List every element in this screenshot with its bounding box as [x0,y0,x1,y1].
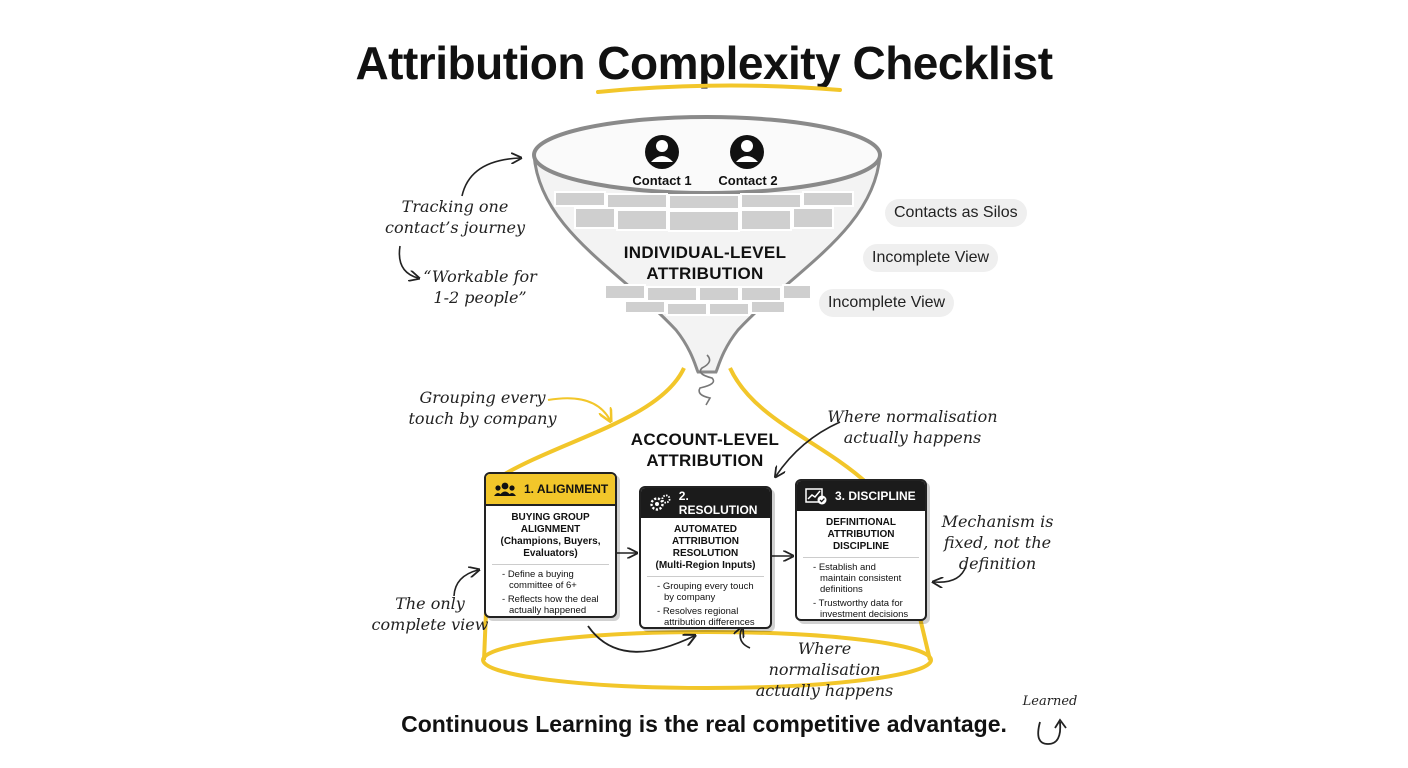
learned-loop-icon [1037,718,1067,745]
annotation-mechanism-line1: Mechanism is [941,512,1054,531]
arrow-complete-view [453,570,478,597]
contact-1-avatar-icon [645,135,679,169]
annotation-normalisation-top-line2: actually happens [843,428,982,447]
annotation-complete-line2: complete view [371,615,489,634]
arrow-normalisation-top [776,421,841,476]
funnel-spiral [698,354,715,406]
people-group-icon [494,482,516,496]
bottom-funnel-left [496,367,686,480]
card-alignment: 1. ALIGNMENT BUYING GROUP ALIGNMENT (Cha… [484,472,617,618]
annotation-complete-view: The only complete view [370,593,490,635]
card-alignment-subtitle-line: BUYING GROUP [511,512,590,523]
annotation-grouping: Grouping every touch by company [400,387,565,429]
annotation-learned: Learned [1022,694,1078,709]
chart-check-icon [805,488,827,505]
pill-contacts-as-silos: Contacts as Silos [885,199,1027,227]
annotation-grouping-line1: Grouping every [419,388,546,407]
bottom-funnel-right-lower [918,617,932,661]
annotation-mechanism-line2: fixed, not the [943,533,1052,552]
account-level-heading: ACCOUNT-LEVEL ATTRIBUTION [600,429,810,471]
annotation-mechanism: Mechanism is fixed, not the definition [935,511,1060,574]
card-alignment-bullet: Reflects how the deal actually happened [502,594,601,616]
card-resolution: 2. RESOLUTION AUTOMATED ATTRIBUTION RESO… [639,486,772,629]
annotation-workable: “Workable for 1-2 people” [410,266,550,308]
arrow-workable [398,245,418,278]
card-discipline-title: 3. DISCIPLINE [835,489,916,503]
card-alignment-subtitle-line: Evaluators) [523,548,578,559]
pill-incomplete-view-2: Incomplete View [819,289,955,317]
title-underline [596,83,842,94]
annotation-normalisation-bottom: Where normalisation actually happens [742,638,907,701]
card-alignment-subtitle: BUYING GROUP ALIGNMENT (Champions, Buyer… [486,506,615,564]
contact-2-avatar-icon [730,135,764,169]
card-discipline-subtitle-line: DISCIPLINE [832,541,890,552]
card-discipline: 3. DISCIPLINE DEFINITIONAL ATTRIBUTION D… [795,479,927,621]
card-alignment-header: 1. ALIGNMENT [486,474,615,506]
arrow-grouping [547,397,610,420]
funnel-bricks [554,191,854,316]
bottom-funnel-right [728,367,870,486]
footer-tagline: Continuous Learning is the real competit… [401,711,1007,737]
card-alignment-title: 1. ALIGNMENT [524,482,609,496]
card-resolution-bullet: Resolves regional attribution difference… [657,606,756,627]
annotation-workable-line1: “Workable for [423,267,537,286]
annotation-tracking: Tracking one contact’s journey [375,196,535,238]
arrow-tracking [461,158,520,197]
bottom-funnel-left-lower [482,611,488,661]
contact-1-label: Contact 1 [632,173,692,188]
contact-2-label: Contact 2 [718,173,778,188]
card-resolution-subtitle: AUTOMATED ATTRIBUTION RESOLUTION (Multi-… [641,518,770,576]
top-funnel-rim [532,115,882,195]
individual-level-line1: INDIVIDUAL-LEVEL [623,243,787,262]
annotation-normalisation-bottom-line1: Where normalisation [768,639,881,679]
account-level-line1: ACCOUNT-LEVEL [630,430,780,449]
annotation-normalisation-top-line1: Where normalisation [827,407,998,426]
annotation-tracking-line1: Tracking one [401,197,509,216]
card-discipline-subtitle-line: DEFINITIONAL [826,517,896,528]
gears-icon [650,494,671,511]
annotation-mechanism-line3: definition [958,554,1037,573]
card-discipline-subtitle-line: ATTRIBUTION [827,529,895,540]
individual-level-line2: ATTRIBUTION [646,264,764,283]
annotation-grouping-line2: touch by company [408,409,557,428]
card-discipline-bullet: Establish and maintain consistent defini… [813,562,911,595]
arrow-normalisation-bottom [740,628,751,649]
bottom-funnel-base [481,630,933,690]
page-title: Attribution Complexity Checklist [355,37,1053,89]
annotation-tracking-line2: contact’s journey [385,218,525,237]
card-alignment-bullet: Define a buying committee of 6+ [502,569,601,591]
card-alignment-subtitle-line: ALIGNMENT [520,524,581,535]
card-resolution-subtitle-line: RESOLUTION [672,548,739,559]
card-discipline-subtitle: DEFINITIONAL ATTRIBUTION DISCIPLINE [797,511,925,557]
card-discipline-bullet: Trustworthy data for investment decision… [813,598,911,619]
card-discipline-header: 3. DISCIPLINE [797,481,925,511]
card-resolution-subtitle-line: (Multi-Region Inputs) [655,560,756,571]
annotation-complete-line1: The only [395,594,465,613]
card-resolution-subtitle-line: ATTRIBUTION [671,536,740,547]
card-discipline-bullets: Establish and maintain consistent defini… [803,557,919,619]
card-resolution-header: 2. RESOLUTION [641,488,770,518]
card-alignment-subtitle-line: (Champions, Buyers, [500,536,601,547]
card-resolution-subtitle-line: AUTOMATED [674,524,737,535]
annotation-normalisation-top: Where normalisation actually happens [825,406,1000,448]
arrow-curve-bottom [587,625,694,653]
annotation-workable-line2: 1-2 people” [433,288,527,307]
pill-incomplete-view-1: Incomplete View [863,244,999,272]
card-alignment-bullets: Define a buying committee of 6+ Reflects… [492,564,609,616]
annotation-normalisation-bottom-line2: actually happens [755,681,894,700]
arrow-mechanism [934,565,967,582]
account-level-line2: ATTRIBUTION [646,451,764,470]
card-resolution-bullets: Grouping every touch by company Resolves… [647,576,764,627]
card-resolution-bullet: Grouping every touch by company [657,581,756,603]
card-resolution-title: 2. RESOLUTION [678,489,758,517]
individual-level-heading: INDIVIDUAL-LEVEL ATTRIBUTION [600,242,810,284]
